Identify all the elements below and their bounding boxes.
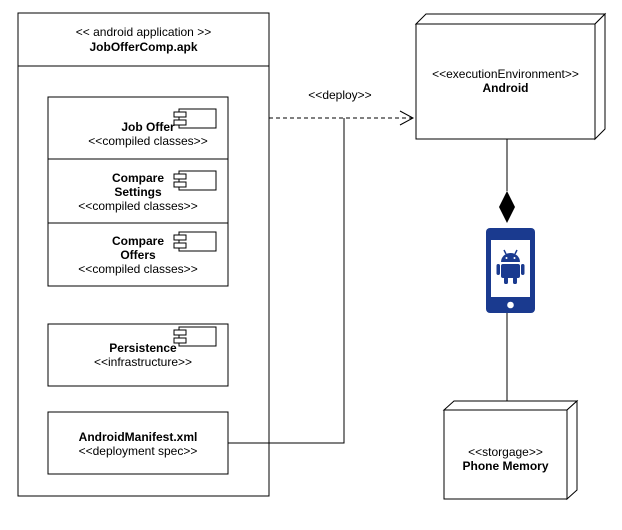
android-node — [414, 12, 607, 141]
component-name-line2: Settings — [114, 185, 162, 199]
manifest-label: AndroidManifest.xml <<deployment spec>> — [48, 430, 228, 458]
storage-node — [442, 399, 579, 501]
component-compare-settings-label: Compare Settings <<compiled classes>> — [48, 171, 228, 213]
component-name-line2: Offers — [120, 248, 156, 262]
node-stereotype: <<storgage>> — [468, 445, 543, 459]
storage-node-label: <<storgage>> Phone Memory — [444, 445, 567, 473]
component-name-line1: Compare — [111, 171, 164, 185]
component-icon — [173, 326, 217, 347]
component-job-offer-label: Job Offer <<compiled classes>> — [68, 120, 228, 148]
node-name: Phone Memory — [462, 459, 549, 473]
component-persistence-label: Persistence <<infrastructure>> — [58, 341, 228, 369]
component-compare-offers-label: Compare Offers <<compiled classes>> — [48, 234, 228, 276]
component-stereotype: <<compiled classes>> — [78, 262, 198, 276]
component-icon — [173, 170, 217, 191]
composition-diamond — [499, 191, 515, 223]
manifest-box — [47, 411, 229, 475]
component-icon — [173, 108, 217, 129]
component-name-line1: Compare — [111, 234, 164, 248]
component-icon — [173, 231, 217, 252]
manifest-name: AndroidManifest.xml — [78, 430, 198, 444]
manifest-stereotype: <<deployment spec>> — [78, 444, 198, 458]
deploy-arrowhead — [399, 110, 415, 126]
component-stereotype: <<infrastructure>> — [93, 355, 193, 369]
artifact-name: JobOfferComp.apk — [89, 40, 198, 54]
component-stereotype: <<compiled classes>> — [88, 134, 208, 148]
android-phone-icon — [486, 228, 535, 313]
artifact-stereotype: << android application >> — [75, 25, 212, 39]
deploy-label: <<deploy>> — [308, 88, 372, 102]
component-name: Persistence — [109, 341, 177, 355]
node-stereotype: <<executionEnvironment>> — [432, 67, 579, 81]
component-name: Job Offer — [121, 120, 175, 134]
node-name: Android — [482, 81, 529, 95]
manifest-connector — [228, 118, 345, 444]
component-stereotype: <<compiled classes>> — [78, 199, 198, 213]
android-node-label: <<executionEnvironment>> Android — [416, 67, 595, 95]
